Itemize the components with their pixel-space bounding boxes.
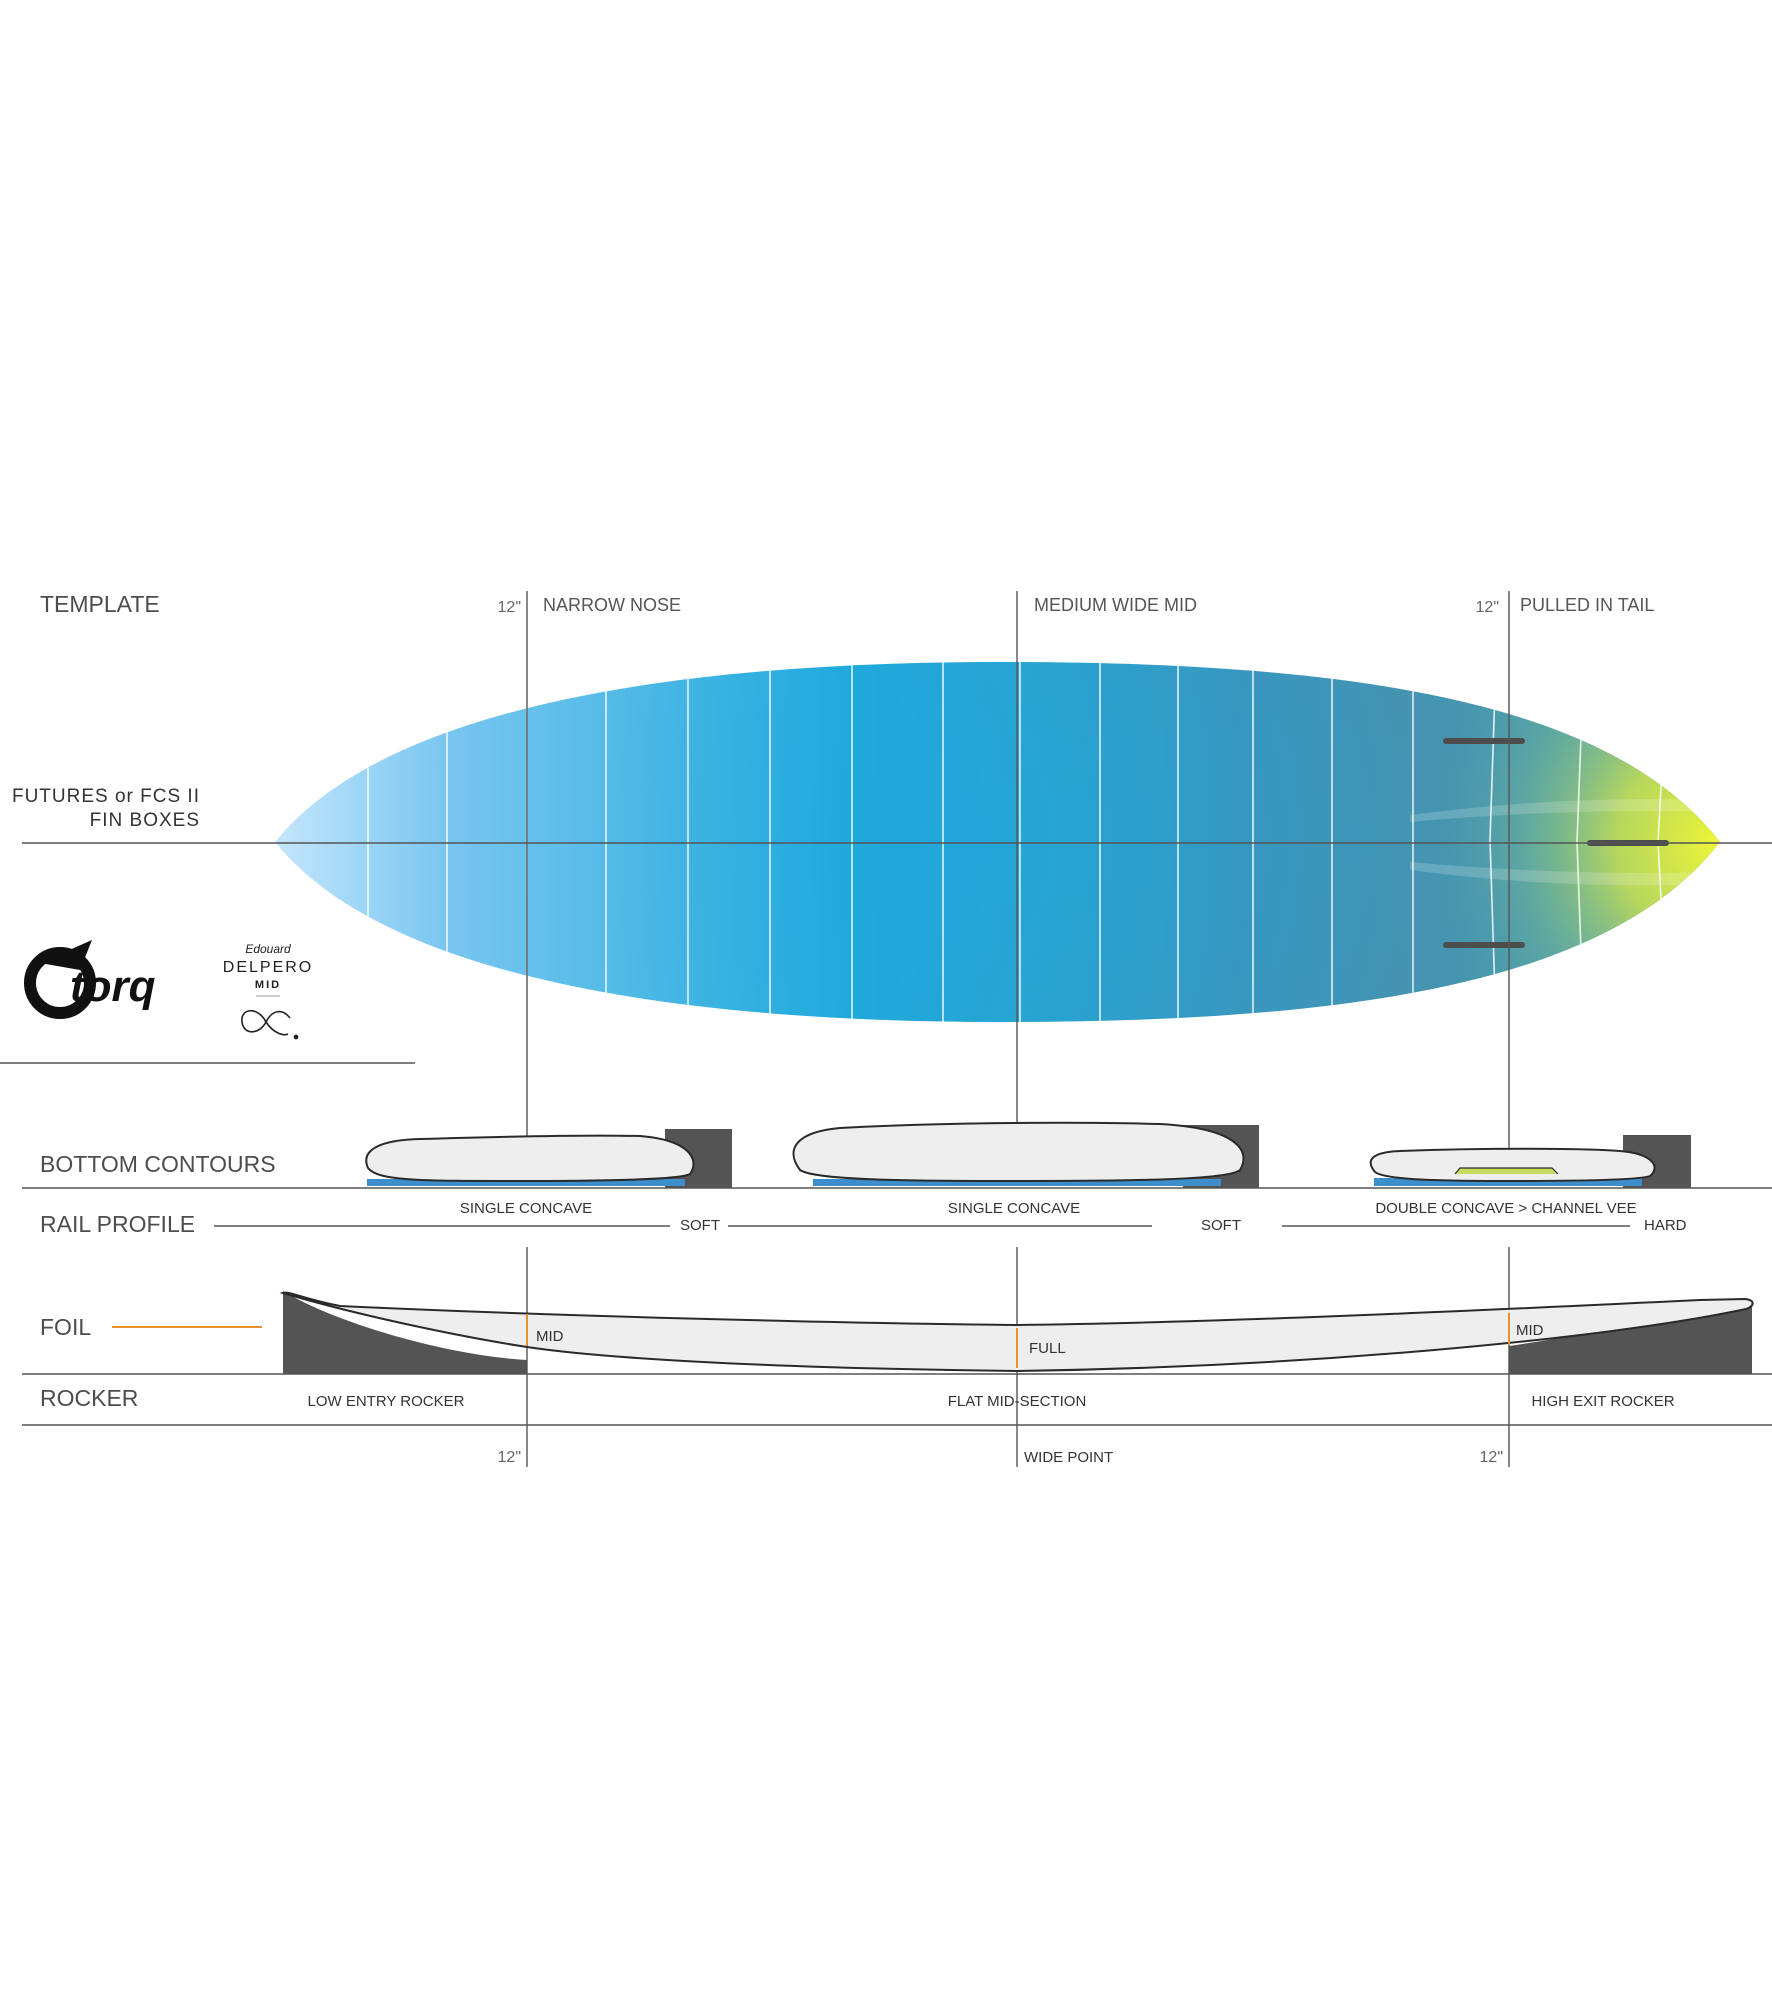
narrow-nose-label: NARROW NOSE bbox=[543, 595, 681, 615]
rocker-section: ROCKER LOW ENTRY ROCKER FLAT MID-SECTION… bbox=[22, 1385, 1772, 1426]
mid-cross-section: SINGLE CONCAVE bbox=[792, 1121, 1259, 1217]
rail-profile-section: RAIL PROFILE SOFT SOFT HARD bbox=[40, 1211, 1687, 1237]
foil-section: FOIL MID FULL MID bbox=[22, 1291, 1772, 1375]
mid-rocker-label: FLAT MID-SECTION bbox=[948, 1393, 1087, 1410]
infinity-mark-icon bbox=[241, 1009, 299, 1040]
entry-rocker-label: LOW ENTRY ROCKER bbox=[308, 1393, 465, 1410]
nose-contour-label: SINGLE CONCAVE bbox=[460, 1200, 592, 1217]
template-section: TEMPLATE 12" NARROW NOSE MEDIUM WIDE MID… bbox=[12, 591, 1772, 1022]
nose-cross-section: SINGLE CONCAVE bbox=[365, 1129, 732, 1217]
rocker-heading: ROCKER bbox=[40, 1385, 138, 1411]
mid-contour-label: SINGLE CONCAVE bbox=[948, 1200, 1080, 1217]
nose-measure-label: 12" bbox=[498, 599, 521, 616]
exit-rocker-label: HIGH EXIT ROCKER bbox=[1531, 1393, 1674, 1410]
bottom-axis: 12" WIDE POINT 12" bbox=[498, 1449, 1503, 1466]
nose-foil-label: MID bbox=[536, 1328, 564, 1345]
delpero-mid-logo: Edouard DELPERO MID bbox=[223, 942, 313, 1040]
foil-heading: FOIL bbox=[40, 1314, 91, 1340]
bottom-contours-section: BOTTOM CONTOURS SINGLE CONCAVE SINGLE CO… bbox=[22, 1121, 1772, 1217]
model-name: DELPERO bbox=[223, 959, 313, 976]
fin-boxes-label-line1: FUTURES or FCS II bbox=[12, 786, 200, 807]
entry-rocker-wedge bbox=[283, 1291, 527, 1374]
tail-cross-section: DOUBLE CONCAVE > CHANNEL VEE bbox=[1369, 1135, 1691, 1217]
tail-foil-label: MID bbox=[1516, 1322, 1544, 1339]
bottom-contours-heading: BOTTOM CONTOURS bbox=[40, 1151, 276, 1177]
nose-rail-label: SOFT bbox=[680, 1217, 720, 1234]
torq-logo: torq bbox=[24, 940, 156, 1019]
surfboard-deck bbox=[275, 662, 1720, 1022]
nose-12in-axis-label: 12" bbox=[498, 1449, 521, 1466]
tail-contour-label: DOUBLE CONCAVE > CHANNEL VEE bbox=[1375, 1200, 1636, 1217]
model-type: MID bbox=[255, 979, 281, 991]
wide-point-label: WIDE POINT bbox=[1024, 1449, 1113, 1466]
template-heading: TEMPLATE bbox=[40, 591, 160, 617]
medium-wide-mid-label: MEDIUM WIDE MID bbox=[1034, 595, 1197, 615]
tail-rail-label: HARD bbox=[1644, 1217, 1687, 1234]
mid-foil-label: FULL bbox=[1029, 1340, 1066, 1357]
tail-measure-label: 12" bbox=[1476, 599, 1499, 616]
fin-boxes-label-line2: FIN BOXES bbox=[90, 810, 200, 831]
pulled-in-tail-label: PULLED IN TAIL bbox=[1520, 595, 1654, 615]
shaper-signature: Edouard bbox=[245, 942, 291, 956]
tail-12in-axis-label: 12" bbox=[1480, 1449, 1503, 1466]
mid-rail-label: SOFT bbox=[1201, 1217, 1241, 1234]
torq-logo-text: torq bbox=[70, 962, 156, 1011]
rail-profile-heading: RAIL PROFILE bbox=[40, 1211, 195, 1237]
